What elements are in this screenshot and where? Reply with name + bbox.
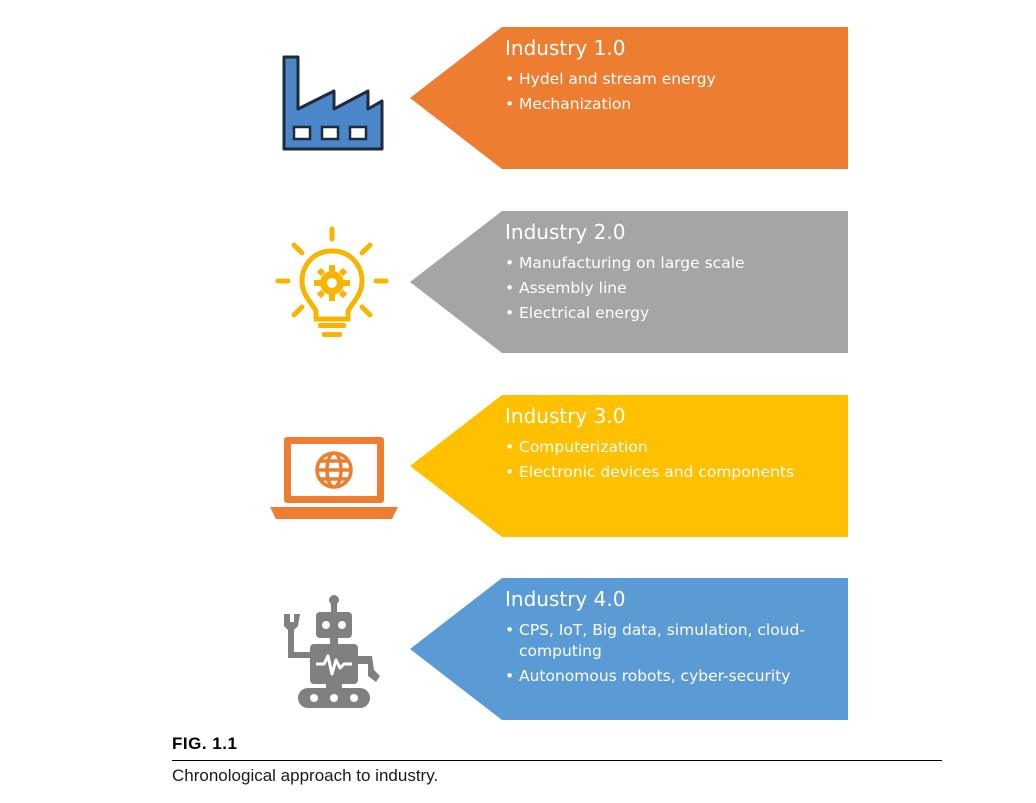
stage-title: Industry 3.0 (505, 404, 626, 428)
stage-points: Hydel and stream energy Mechanization (505, 69, 835, 115)
stage-row-industry-1: Industry 1.0 Hydel and stream energy Mec… (0, 27, 1036, 169)
stage-title: Industry 1.0 (505, 36, 626, 60)
figure-caption: Chronological approach to industry. (172, 766, 439, 785)
stage-points: Computerization Electronic devices and c… (505, 437, 835, 483)
figure-divider (172, 760, 942, 761)
stage-text-industry-1: Industry 1.0 Hydel and stream energy Mec… (505, 35, 835, 119)
stage-point: Electronic devices and components (505, 462, 835, 483)
lightbulb-gear-icon (275, 226, 389, 337)
stage-point: Electrical energy (505, 303, 835, 324)
stage-title: Industry 4.0 (505, 587, 626, 611)
stage-points: Manufacturing on large scale Assembly li… (505, 253, 835, 324)
stage-row-industry-3: Industry 3.0 Computerization Electronic … (0, 395, 1036, 537)
figure-label: FIG. 1.1 (172, 734, 238, 753)
stage-point: Hydel and stream energy (505, 69, 835, 90)
stage-point: Mechanization (505, 94, 835, 115)
stage-text-industry-3: Industry 3.0 Computerization Electronic … (505, 403, 835, 487)
stage-point: Manufacturing on large scale (505, 253, 835, 274)
robot-icon (284, 595, 380, 708)
stage-text-industry-2: Industry 2.0 Manufacturing on large scal… (505, 219, 835, 328)
stage-points: CPS, IoT, Big data, simulation, cloud-co… (505, 620, 835, 687)
factory-icon (282, 55, 384, 151)
laptop-globe-icon (270, 437, 398, 519)
stage-title: Industry 2.0 (505, 220, 626, 244)
stage-point: Autonomous robots, cyber-security (505, 666, 835, 687)
stage-text-industry-4: Industry 4.0 CPS, IoT, Big data, simulat… (505, 586, 835, 691)
stage-row-industry-2: Industry 2.0 Manufacturing on large scal… (0, 211, 1036, 353)
stage-point: Assembly line (505, 278, 835, 299)
stage-row-industry-4: Industry 4.0 CPS, IoT, Big data, simulat… (0, 578, 1036, 720)
stage-point: CPS, IoT, Big data, simulation, cloud-co… (505, 620, 819, 662)
stage-point: Computerization (505, 437, 835, 458)
